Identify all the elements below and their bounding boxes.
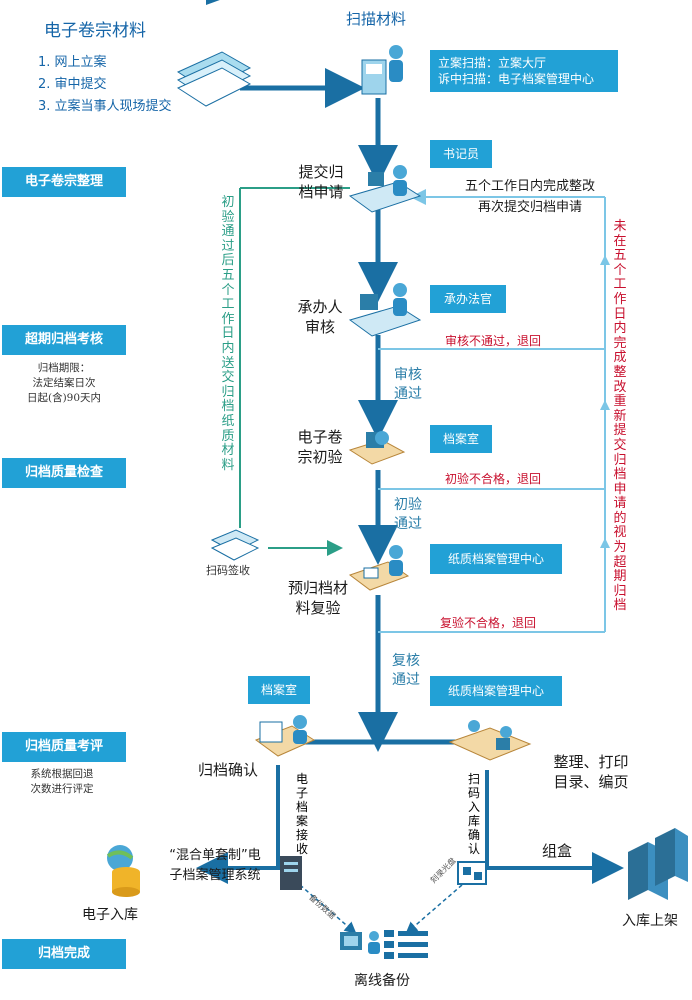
step-line: 档申请 xyxy=(298,183,344,201)
system-line: 子档案管理系统 xyxy=(169,868,261,883)
role-archive-room-2: 档案室 xyxy=(248,676,310,704)
organize-desk-icon xyxy=(448,720,532,761)
server-icon xyxy=(280,856,302,890)
dash-disc xyxy=(405,884,463,934)
intro-title: 电子卷宗材料 xyxy=(44,21,146,41)
step-submit: 提交归 档申请 xyxy=(290,162,352,202)
step-pre-archive: 预归档材 料复验 xyxy=(278,578,358,618)
step-line: 审核 xyxy=(304,318,335,336)
intro-item: 1. 网上立案 xyxy=(38,55,107,70)
offline-backup-icon xyxy=(340,930,428,959)
step-line: 预归档材 xyxy=(287,579,348,597)
stage-quality-evaluate: 归档质量考评 xyxy=(2,732,126,762)
step-line: 整理、打印 xyxy=(553,753,629,771)
step-organize: 整理、打印 目录、编页 xyxy=(543,752,639,792)
step-first-check: 电子卷 宗初验 xyxy=(290,427,350,467)
intro-list: 1. 网上立案 2. 审中提交 3. 立案当事人现场提交 xyxy=(38,52,172,118)
first-reject-label: 初验不合格，退回 xyxy=(445,472,542,486)
system-label: “混合单套制”电 子档案管理系统 xyxy=(156,846,274,886)
role-clerk: 书记员 xyxy=(430,140,492,168)
scan-box: 立案扫描：立案大厅 诉中扫描：电子档案管理中心 xyxy=(430,50,618,92)
role-paper-center: 纸质档案管理中心 xyxy=(430,544,562,574)
offline-backup-label: 离线备份 xyxy=(354,973,410,989)
scan-confirm-vertical-text: 扫码入库确认 xyxy=(467,772,480,856)
confirm-desk-icon xyxy=(254,715,316,757)
storage-rack-icon xyxy=(628,828,688,900)
rework-note: 五个工作日内完成整改 再次提交归档申请 xyxy=(455,176,605,218)
role-paper-center-2: 纸质档案管理中心 xyxy=(430,676,562,706)
stage-overdue-assess: 超期归档考核 xyxy=(2,325,126,355)
stage-overdue-note: 归档期限： 法定结案日次 日起(含)90天内 xyxy=(14,361,114,406)
step-line: 电子卷 xyxy=(297,428,343,446)
document-stack-icon xyxy=(176,0,252,107)
scanner-operator-icon xyxy=(361,45,403,95)
note-line: 次数进行评定 xyxy=(30,783,94,795)
paper-center-desk-icon xyxy=(348,545,410,591)
step-judge-review: 承办人 审核 xyxy=(292,297,348,337)
pass-line: 通过 xyxy=(392,672,420,688)
stage-evaluate-note: 系统根据回退 次数进行评定 xyxy=(12,767,112,797)
scan-title: 扫描材料 xyxy=(346,10,407,28)
pass-line: 通过 xyxy=(394,386,422,402)
database-globe-icon xyxy=(106,845,140,897)
role-archive-room: 档案室 xyxy=(430,425,492,453)
note-line: 法定结案日次 xyxy=(32,377,96,389)
first-pass-label: 初验 通过 xyxy=(390,496,426,534)
rework-line: 五个工作日内完成整改 xyxy=(464,179,595,194)
step-line: 提交归 xyxy=(298,163,344,181)
pass-line: 初验 xyxy=(394,497,422,513)
pass-line: 通过 xyxy=(394,516,422,532)
note-line: 归档期限： xyxy=(37,362,91,374)
intro-item: 2. 审中提交 xyxy=(38,77,107,92)
scan-box-line: 诉中扫描：电子档案管理中心 xyxy=(438,72,595,86)
scan-box-line: 立案扫描：立案大厅 xyxy=(438,56,547,70)
step-line: 料复验 xyxy=(295,599,341,617)
e-receive-vertical-text: 电子档案接收 xyxy=(295,772,308,856)
stage-quality-check: 归档质量检查 xyxy=(2,458,126,488)
qr-scanner-icon xyxy=(457,861,487,885)
archive-desk-icon xyxy=(348,431,406,465)
stage-archive-organize: 电子卷宗整理 xyxy=(2,167,126,197)
rework-line: 再次提交归档申请 xyxy=(477,200,582,215)
e-storage-label: 电子入库 xyxy=(82,907,138,923)
step-line: 目录、编页 xyxy=(553,773,629,791)
stage-complete: 归档完成 xyxy=(2,939,126,969)
review-reject-label: 审核不通过，退回 xyxy=(445,334,542,348)
recheck-reject-label: 复验不合格，退回 xyxy=(440,616,537,630)
pass-line: 审核 xyxy=(394,367,422,383)
role-judge: 承办法官 xyxy=(430,285,506,313)
pass-line: 复核 xyxy=(392,653,420,669)
note-line: 系统根据回退 xyxy=(30,768,94,780)
paper-delivery-vertical-text: 初验通过后五个工作日内送交归档纸质材料 xyxy=(221,195,235,473)
scan-sign-label: 扫码签收 xyxy=(206,564,250,577)
overdue-vertical-text: 未在五个工作日内完成整改重新提交归档申请的视为超期归档 xyxy=(613,219,627,614)
scan-sign-icon xyxy=(210,529,260,561)
review-pass-label: 审核 通过 xyxy=(390,366,426,404)
judge-desk-icon xyxy=(348,283,422,337)
shelf-label: 入库上架 xyxy=(622,913,678,929)
recheck-pass-label: 复核 通过 xyxy=(388,652,424,690)
note-line: 日起(含)90天内 xyxy=(26,392,102,404)
boxing-label: 组盒 xyxy=(542,842,573,860)
arrow-to-e-storage xyxy=(196,765,280,884)
intro-item: 3. 立案当事人现场提交 xyxy=(38,99,172,114)
step-confirm: 归档确认 xyxy=(197,761,258,779)
step-line: 承办人 xyxy=(297,298,343,316)
dash-backup-data xyxy=(299,884,357,934)
system-line: “混合单套制”电 xyxy=(169,848,261,863)
clerk-desk-icon xyxy=(348,165,422,213)
step-line: 宗初验 xyxy=(297,448,343,466)
